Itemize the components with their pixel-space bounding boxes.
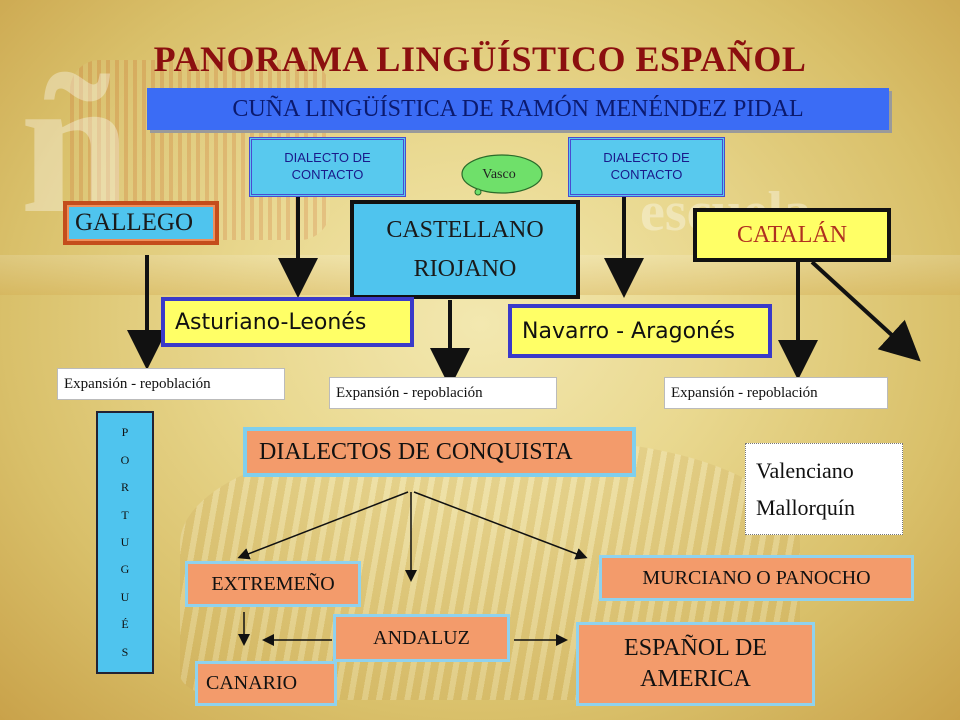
expansion-label-gallego: Expansión - repoblación bbox=[57, 368, 285, 400]
contact-dialect-right: DIALECTO DE CONTACTO bbox=[568, 137, 725, 197]
contact-left-line1: DIALECTO DE bbox=[284, 150, 371, 166]
portugues-letter: U bbox=[120, 589, 130, 604]
page-title: PANORAMA LINGÜÍSTICO ESPAÑOL bbox=[153, 39, 807, 79]
portugues-letter: U bbox=[120, 534, 130, 549]
espanol-america-line1: ESPAÑOL DE bbox=[624, 634, 767, 661]
portugues-vertical-box: P O R T U G U É S bbox=[96, 411, 154, 674]
catalan-box: CATALÁN bbox=[693, 208, 891, 262]
contact-right-line1: DIALECTO DE bbox=[603, 150, 690, 166]
expansion-label-castellano: Expansión - repoblación bbox=[329, 377, 557, 409]
navarro-aragones-box: Navarro - Aragonés bbox=[508, 304, 772, 358]
castellano-label: CASTELLANO bbox=[386, 217, 544, 244]
arrow-conquista-extremeno bbox=[237, 491, 409, 560]
dialectos-conquista-box: DIALECTOS DE CONQUISTA bbox=[243, 427, 636, 477]
canario-box: CANARIO bbox=[195, 661, 337, 706]
mallorquin-label: Mallorquín bbox=[756, 495, 855, 520]
vasco-thought-bubble bbox=[461, 154, 543, 196]
portugues-letter: T bbox=[121, 507, 129, 522]
contact-right-line2: CONTACTO bbox=[610, 167, 683, 182]
expansion-label-catalan: Expansión - repoblación bbox=[664, 377, 888, 409]
arrow-catalan-valenciano bbox=[810, 260, 921, 362]
riojano-label: RIOJANO bbox=[413, 255, 517, 282]
castellano-riojano-box: CASTELLANO RIOJANO bbox=[350, 200, 580, 299]
gallego-box: GALLEGO bbox=[63, 201, 219, 245]
espanol-america-box: ESPAÑOL DE AMERICA bbox=[576, 622, 815, 706]
espanol-america-line2: AMERICA bbox=[640, 666, 751, 692]
portugues-letter: S bbox=[121, 644, 129, 659]
murciano-panocho-box: MURCIANO O PANOCHO bbox=[599, 555, 914, 601]
valenciano-label: Valenciano bbox=[756, 457, 854, 483]
contact-dialect-left: DIALECTO DE CONTACTO bbox=[249, 137, 406, 197]
portugues-letter: P bbox=[121, 425, 129, 440]
portugues-letter: R bbox=[120, 480, 129, 495]
portugues-letter: É bbox=[121, 617, 129, 632]
vasco-label: Vasco bbox=[482, 167, 516, 182]
extremeno-box: EXTREMEÑO bbox=[185, 561, 361, 607]
portugues-letter: O bbox=[120, 452, 130, 467]
portugues-letter: G bbox=[120, 562, 130, 577]
arrow-conquista-murciano bbox=[413, 491, 588, 560]
valenciano-mallorquin-box: Valenciano Mallorquín bbox=[745, 443, 903, 535]
contact-left-line2: CONTACTO bbox=[291, 167, 364, 182]
andaluz-box: ANDALUZ bbox=[333, 614, 510, 662]
asturiano-leones-box: Asturiano-Leonés bbox=[161, 297, 414, 347]
wedge-banner: CUÑA LINGÜÍSTICA DE RAMÓN MENÉNDEZ PIDAL bbox=[147, 88, 889, 130]
